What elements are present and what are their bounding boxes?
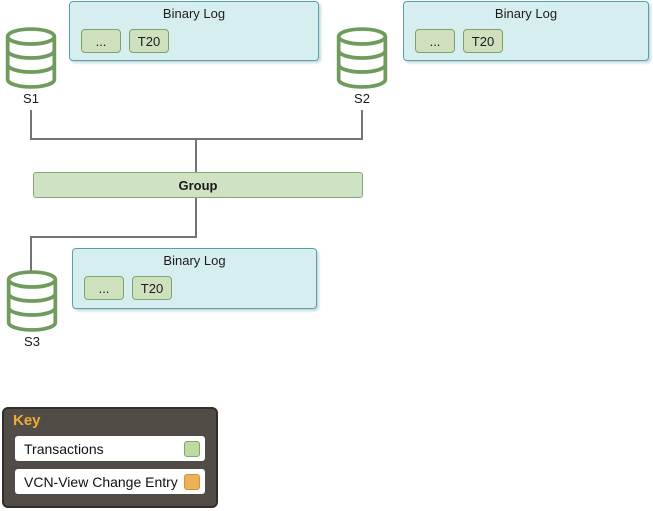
- legend: Key Transactions VCN-View Change Entry: [2, 407, 218, 508]
- connector-line: [195, 198, 197, 236]
- transactions-color-swatch: [184, 440, 200, 457]
- server-s1: S1: [2, 27, 60, 106]
- legend-rows: Transactions VCN-View Change Entry: [15, 436, 205, 502]
- database-icon: [336, 27, 388, 89]
- connector-line: [30, 110, 32, 138]
- database-icon: [5, 27, 57, 89]
- binary-log-box-s2: Binary Log ... T20: [403, 1, 649, 61]
- vcn-view-change-entry-color-swatch: [184, 473, 200, 490]
- transaction-box: ...: [415, 29, 455, 53]
- binary-log-title: Binary Log: [494, 6, 558, 21]
- binary-log-entries: ... T20: [84, 276, 172, 300]
- server-label: S2: [354, 91, 370, 106]
- binary-log-title: Binary Log: [163, 253, 226, 268]
- binary-log-entries: ... T20: [415, 29, 503, 53]
- transaction-box: T20: [132, 276, 172, 300]
- legend-row-transactions: Transactions: [15, 436, 205, 461]
- binary-log-entries: ... T20: [81, 29, 169, 53]
- legend-title: Key: [13, 412, 41, 429]
- server-s3: S3: [3, 270, 61, 349]
- server-label: S3: [24, 334, 40, 349]
- legend-label: Transactions: [24, 440, 104, 457]
- binary-log-title: Binary Log: [162, 6, 226, 21]
- server-s2: S2: [333, 27, 391, 106]
- group-box: Group: [33, 172, 363, 198]
- connector-line: [30, 236, 197, 238]
- connector-line: [195, 138, 197, 172]
- server-label: S1: [23, 91, 39, 106]
- database-icon: [6, 270, 58, 332]
- transaction-box: T20: [463, 29, 503, 53]
- legend-row-vcn-view-change-entry: VCN-View Change Entry: [15, 469, 205, 494]
- binary-log-box-s1: Binary Log ... T20: [69, 1, 319, 61]
- connector-line: [30, 236, 32, 271]
- transaction-box: T20: [129, 29, 169, 53]
- legend-label: VCN-View Change Entry: [24, 473, 178, 490]
- transaction-box: ...: [84, 276, 124, 300]
- connector-line: [361, 110, 363, 138]
- binary-log-box-s3: Binary Log ... T20: [72, 248, 317, 309]
- transaction-box: ...: [81, 29, 121, 53]
